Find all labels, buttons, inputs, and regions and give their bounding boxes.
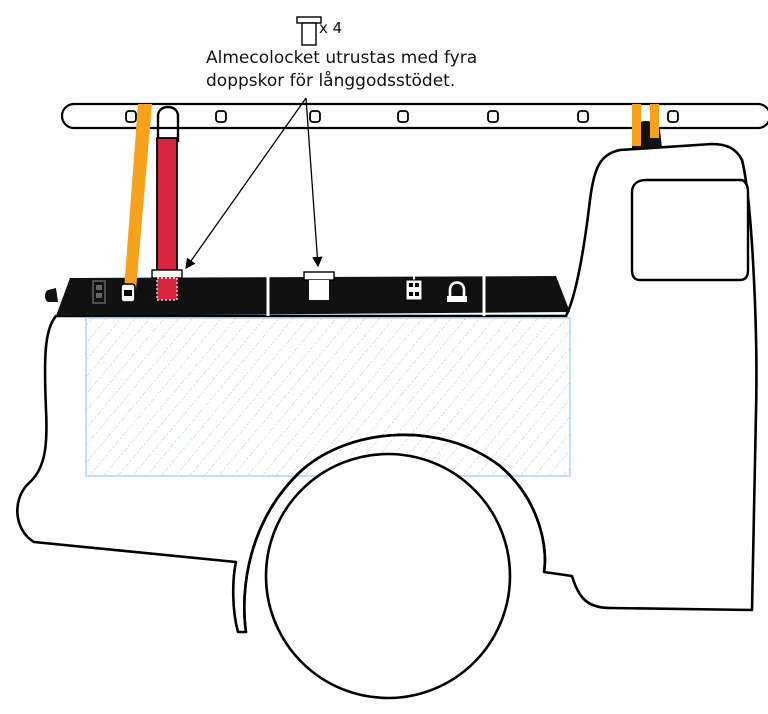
rail-slot xyxy=(309,110,321,123)
callout-line-1: Almecolocket utrustas med fyra xyxy=(206,48,478,68)
strap-rear-a xyxy=(632,104,641,146)
lock-icon xyxy=(92,280,106,304)
cap-legend-icon xyxy=(296,16,322,46)
wheel-arch xyxy=(243,433,547,633)
doppsko-mounted xyxy=(151,269,183,279)
latch-icon xyxy=(405,260,423,301)
rail-slot xyxy=(487,110,499,123)
lid-handle xyxy=(45,288,58,302)
support-post xyxy=(156,137,178,275)
rail-slot xyxy=(215,110,227,123)
post-base xyxy=(156,277,178,301)
roof-rail xyxy=(60,102,768,130)
strap-front xyxy=(124,104,152,290)
quantity-label: x 4 xyxy=(319,19,343,37)
rail-slot xyxy=(125,110,137,123)
cargo-area xyxy=(85,317,571,477)
strap-buckle-icon xyxy=(120,283,136,303)
rail-slot xyxy=(397,110,409,123)
callout-caption: Almecolocket utrustas med fyra doppskor … xyxy=(206,47,477,93)
rail-slot xyxy=(577,110,589,123)
doppsko-icon xyxy=(303,271,335,300)
strap-rear-b xyxy=(650,104,659,138)
cab-window xyxy=(630,178,750,282)
wheel xyxy=(264,452,512,700)
rail-slot xyxy=(667,110,679,123)
callout-arrow-doppsko xyxy=(305,97,323,268)
rail-slots xyxy=(125,110,679,123)
support-hook xyxy=(156,105,180,142)
callout-arrow-post xyxy=(185,97,307,270)
callout-line-2: doppskor för långgodsstödet. xyxy=(206,71,456,91)
tie-down-eyelet-icon xyxy=(447,281,467,302)
